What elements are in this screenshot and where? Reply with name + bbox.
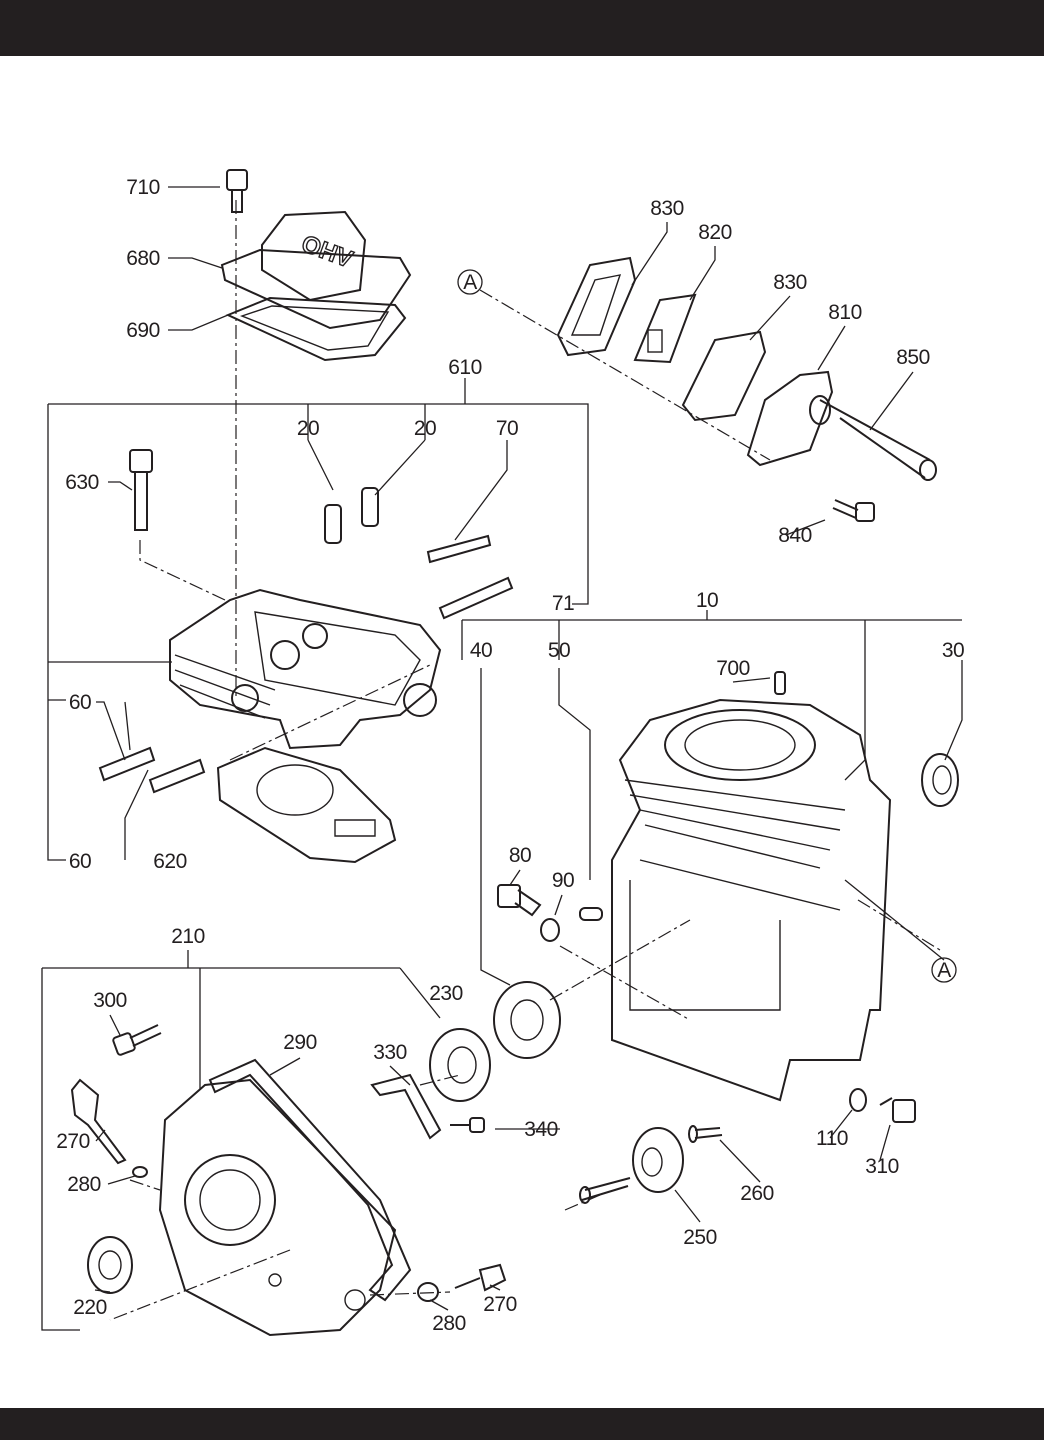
callout-270: 270 — [483, 1293, 517, 1316]
gasket-290 — [208, 1058, 412, 1302]
cylinder-block — [611, 671, 892, 1102]
cover-810 — [746, 370, 834, 467]
bottom-bar — [0, 1408, 1044, 1440]
callout-260: 260 — [740, 1182, 774, 1205]
dipstick-270b — [454, 1263, 507, 1292]
oring-280a — [132, 1166, 148, 1178]
bolt-630 — [129, 449, 153, 531]
plug-80 — [497, 884, 542, 917]
plug-310 — [879, 1097, 916, 1123]
callout-850: 850 — [896, 346, 930, 369]
callout-630: 630 — [65, 471, 99, 494]
guide-330 — [370, 1073, 442, 1140]
callout-60: 60 — [69, 691, 91, 714]
callout-280: 280 — [67, 1173, 101, 1196]
callout-A: A — [937, 959, 951, 982]
reed-820 — [633, 293, 697, 364]
dipstick-270a — [70, 1078, 127, 1165]
callout-340: 340 — [524, 1118, 558, 1141]
callout-290: 290 — [283, 1031, 317, 1054]
callout-A: A — [463, 271, 477, 294]
callout-830: 830 — [773, 271, 807, 294]
ohv-marking: OHV — [298, 230, 356, 273]
callout-110: 110 — [816, 1127, 848, 1150]
callout-20: 20 — [414, 417, 436, 440]
stud-70-71 — [426, 534, 514, 620]
bearing-40 — [493, 981, 561, 1059]
callout-80: 80 — [509, 844, 531, 867]
bearing-230 — [429, 1028, 491, 1102]
top-bar — [0, 0, 1044, 56]
callout-280: 280 — [432, 1312, 466, 1335]
gasket-830b — [681, 330, 767, 422]
oring-280b — [417, 1282, 439, 1302]
callout-300: 300 — [93, 989, 127, 1012]
callout-220: 220 — [73, 1296, 107, 1319]
bolt-340 — [450, 1117, 485, 1133]
washer-110 — [849, 1088, 867, 1112]
bracket-610 — [47, 378, 589, 861]
seal-220 — [87, 1236, 133, 1294]
dowel-20 — [324, 487, 379, 544]
callout-90: 90 — [552, 869, 574, 892]
bolt-710 — [226, 169, 248, 213]
bracket-210 — [41, 950, 441, 1331]
gasket-690 — [225, 296, 407, 362]
callout-40: 40 — [470, 639, 492, 662]
washer-90 — [540, 907, 603, 942]
tube-850 — [819, 399, 937, 481]
seal-30 — [921, 753, 959, 807]
callout-690: 690 — [126, 319, 160, 342]
callout-270: 270 — [56, 1130, 90, 1153]
callout-30: 30 — [942, 639, 964, 662]
callout-680: 680 — [126, 247, 160, 270]
callout-20: 20 — [297, 417, 319, 440]
governor-gear-250 — [579, 1127, 684, 1204]
callout-810: 810 — [828, 301, 862, 324]
callout-830: 830 — [650, 197, 684, 220]
callout-610: 610 — [448, 356, 482, 379]
crankcase-cover-210 — [158, 1078, 397, 1337]
bolt-300 — [112, 1024, 162, 1056]
cylinder-head — [169, 588, 442, 750]
gasket-830a — [556, 256, 637, 357]
bolt-840 — [832, 499, 875, 522]
spring-60 — [98, 746, 206, 794]
callout-710: 710 — [126, 176, 160, 199]
callout-60: 60 — [69, 850, 91, 873]
callout-840: 840 — [778, 524, 812, 547]
head-gasket-620 — [216, 746, 397, 864]
callout-310: 310 — [865, 1155, 899, 1178]
callout-250: 250 — [683, 1226, 717, 1249]
valve-cover-680: OHV — [220, 210, 412, 330]
callout-230: 230 — [429, 982, 463, 1005]
callout-820: 820 — [698, 221, 732, 244]
callout-70: 70 — [496, 417, 518, 440]
callout-330: 330 — [373, 1041, 407, 1064]
callout-700: 700 — [716, 657, 750, 680]
callout-50: 50 — [548, 639, 570, 662]
callout-10: 10 — [696, 589, 718, 612]
callout-620: 620 — [153, 850, 187, 873]
callout-71: 71 — [552, 592, 574, 615]
callout-210: 210 — [171, 925, 205, 948]
shaft-260 — [688, 1125, 723, 1143]
